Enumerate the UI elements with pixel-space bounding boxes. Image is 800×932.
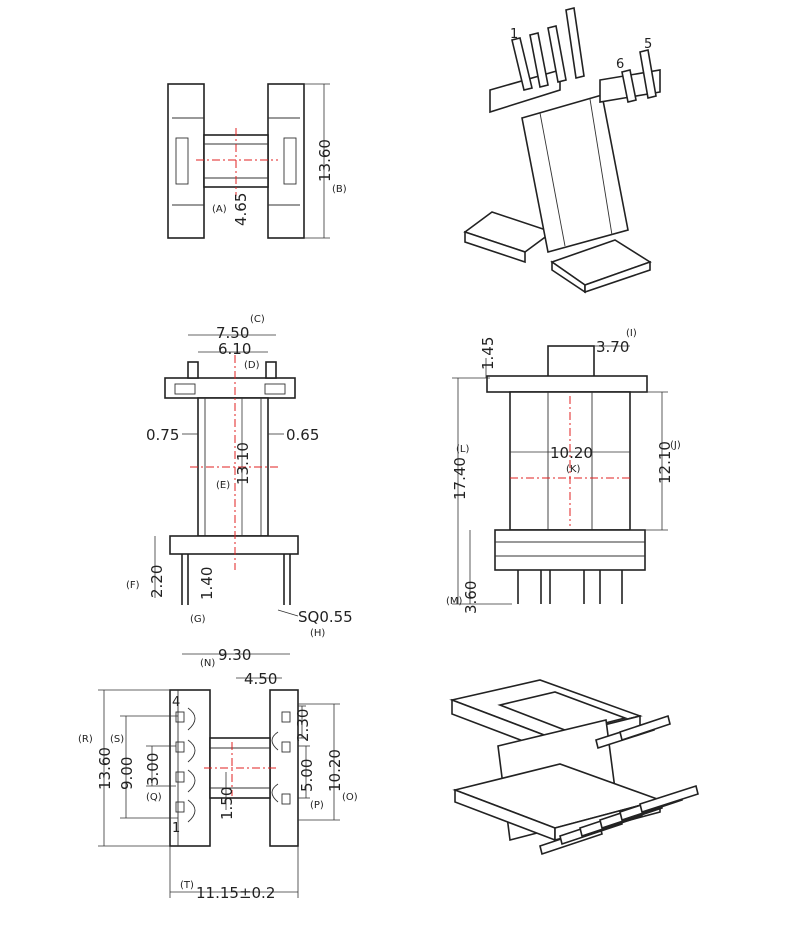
bottom-dim-1-50: 1.50: [218, 787, 236, 820]
bottom-ref-r: (R): [78, 734, 93, 745]
iso-pin-label-5: 5: [644, 37, 652, 52]
side-view: 1.45 3.70 (I) 17.40 (L) 12.10 (J) 10.20 …: [446, 328, 681, 614]
front-dim-13-10: 13.10: [234, 442, 252, 485]
bottom-pin-label-4: 4: [172, 695, 180, 710]
top-ref-a: (A): [212, 204, 227, 215]
bottom-dim-9-30: 9.30: [218, 646, 251, 664]
front-view: 7.50 (C) 6.10 (D) 0.75 0.65 13.10 (E) 2.…: [126, 314, 353, 639]
side-ref-j: (J): [670, 440, 681, 451]
bottom-ref-s: (S): [110, 734, 124, 745]
bottom-pin-label-1: 1: [172, 821, 180, 836]
iso-pin-label-1: 1: [510, 27, 518, 42]
bottom-dim-2-30: 2.30: [294, 709, 312, 742]
front-ref-d: (D): [244, 360, 260, 371]
iso-pin-label-6: 6: [616, 57, 624, 72]
bottom-ref-n: (N): [200, 658, 215, 669]
side-ref-m: (M): [446, 596, 463, 607]
side-dim-3-70: 3.70: [596, 338, 629, 356]
front-ref-c: (C): [250, 314, 265, 325]
side-dim-17-40: 17.40: [451, 457, 469, 500]
bottom-ref-q: (Q): [146, 792, 162, 803]
side-ref-i: (I): [626, 328, 637, 339]
bottom-dim-11-15: 11.15±0.2: [196, 884, 275, 902]
top-ref-b: (B): [332, 184, 347, 195]
side-ref-l: (L): [456, 444, 469, 455]
side-dim-3-60: 3.60: [462, 581, 480, 614]
front-ref-e: (E): [216, 480, 230, 491]
top-view: 13.60 (B) 4.65 (A): [167, 83, 347, 239]
front-ref-g: (G): [190, 614, 206, 625]
front-dim-0-65: 0.65: [286, 426, 319, 444]
front-dim-7-50: 7.50: [216, 324, 249, 342]
top-dim-13-60: 13.60: [316, 139, 334, 182]
bottom-dim-3-00: 3.00: [144, 753, 162, 786]
bottom-dim-5-00: 5.00: [298, 759, 316, 792]
bottom-dim-9-00: 9.00: [118, 757, 136, 790]
side-dim-12-10: 12.10: [656, 441, 674, 484]
bottom-dim-4-50: 4.50: [244, 670, 277, 688]
bottom-ref-t: (T): [180, 880, 194, 891]
front-dim-1-40: 1.40: [198, 567, 216, 600]
bottom-dim-13-60: 13.60: [96, 747, 114, 790]
top-dim-4-65: 4.65: [232, 193, 250, 226]
front-dim-0-75: 0.75: [146, 426, 179, 444]
front-ref-f: (F): [126, 580, 140, 591]
side-dim-1-45: 1.45: [479, 337, 497, 370]
front-dim-2-20: 2.20: [148, 565, 166, 598]
iso-view-top: 1 6 5: [463, 7, 661, 294]
bottom-ref-p: (P): [310, 800, 324, 811]
front-dim-6-10: 6.10: [218, 340, 251, 358]
side-ref-k: (K): [566, 464, 580, 475]
bottom-ref-o: (O): [342, 792, 358, 803]
bottom-view: 4 1 9.30 (N) 4.50 13.60 (R) 9.00 (S) 3.0…: [78, 646, 358, 902]
front-ref-h: (H): [310, 628, 325, 639]
side-dim-10-20: 10.20: [550, 444, 593, 462]
front-dim-sq0-55: SQ0.55: [298, 608, 353, 626]
bottom-dim-10-20: 10.20: [326, 749, 344, 792]
iso-view-bottom: [449, 679, 699, 856]
